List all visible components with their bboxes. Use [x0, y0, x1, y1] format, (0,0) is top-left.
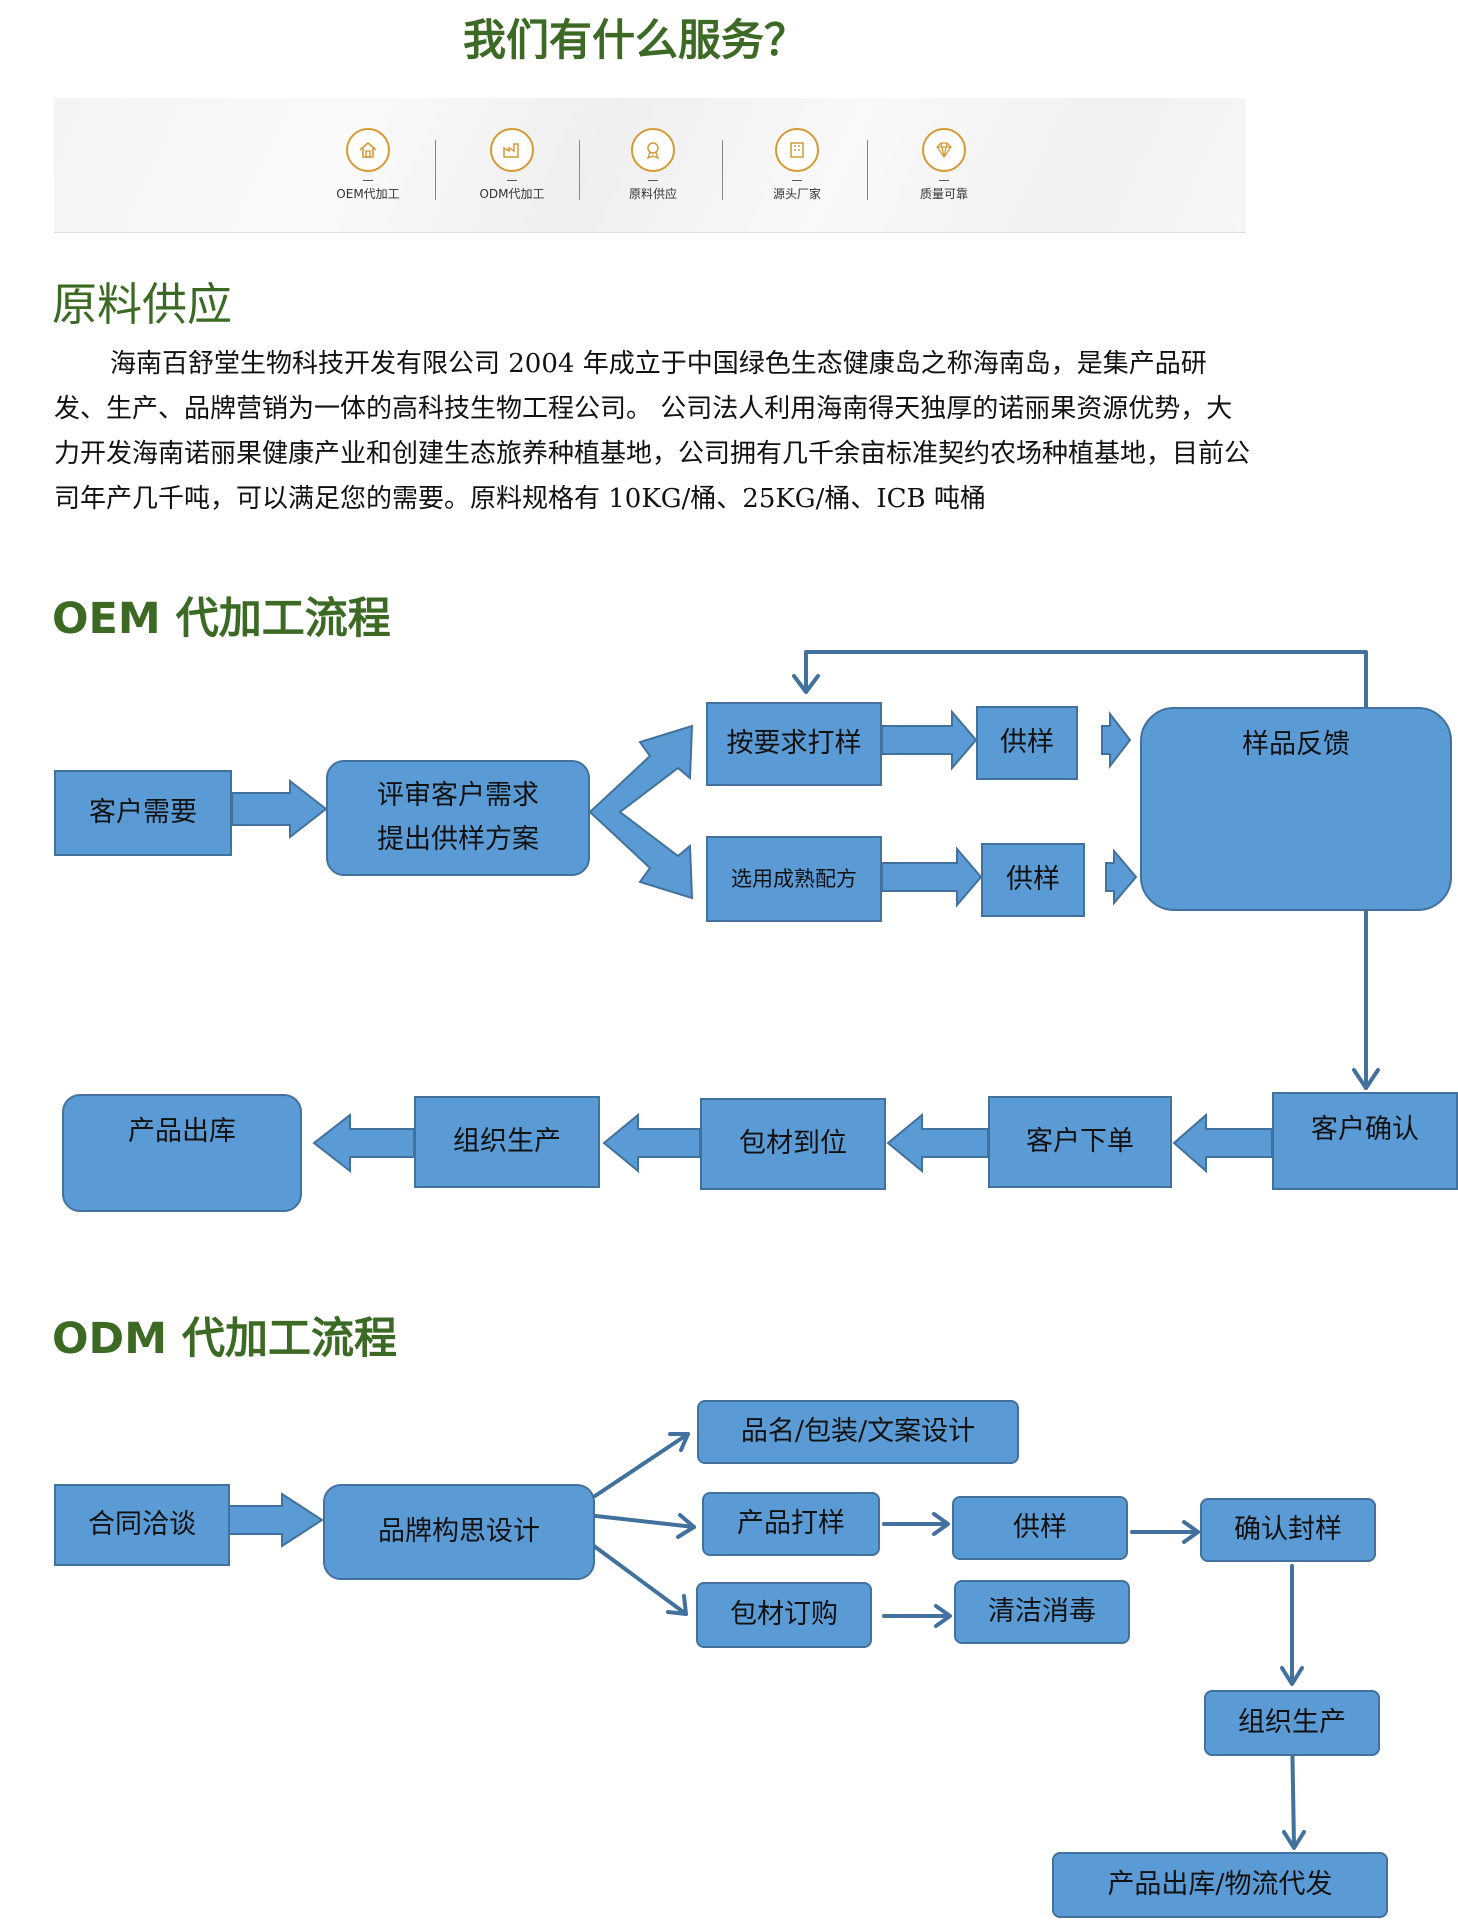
step-supply-sample: 供样 — [952, 1496, 1128, 1560]
service-label: 质量可靠 — [919, 187, 968, 201]
step-feedback: 样品反馈 — [1140, 707, 1452, 911]
step-purchase: 包材订购 — [696, 1582, 872, 1648]
line-arrow — [594, 1514, 696, 1529]
arrow-left — [602, 1112, 701, 1174]
step-odm-outbound: 产品出库/物流代发 — [1052, 1852, 1388, 1918]
award-icon — [631, 128, 675, 172]
service-oem[interactable]: OEM代加工 — [308, 128, 428, 202]
arrow-left — [312, 1112, 415, 1174]
arrow-left — [886, 1112, 989, 1174]
step-product-sample: 产品打样 — [702, 1492, 880, 1556]
arrow-right — [1101, 711, 1132, 769]
step-confirm: 客户确认 — [1272, 1092, 1458, 1190]
step-outbound: 产品出库 — [62, 1094, 302, 1212]
arrow-right — [881, 709, 978, 771]
building-icon — [775, 128, 819, 172]
company-description: 海南百舒堂生物科技开发有限公司 2004 年成立于中国绿色生态健康岛之称海南岛，… — [54, 349, 1251, 514]
step-supply-sample-2: 供样 — [981, 843, 1085, 917]
section-title-odm: ODM 代加工流程 — [52, 1314, 398, 1364]
service-source[interactable]: 源头厂家 — [737, 128, 857, 202]
line-arrow — [593, 1432, 690, 1498]
step-negotiate: 合同洽谈 — [54, 1484, 230, 1566]
arrow-right — [881, 846, 983, 908]
service-odm[interactable]: ODM代加工 — [452, 128, 572, 202]
step-supply-sample-1: 供样 — [976, 706, 1078, 780]
line-arrow — [592, 1544, 688, 1616]
section-title-oem: OEM 代加工流程 — [52, 594, 391, 644]
service-label: 原料供应 — [628, 187, 677, 201]
service-raw[interactable]: 原料供应 — [593, 128, 713, 202]
service-quality[interactable]: 质量可靠 — [884, 128, 1004, 202]
arrow-left — [1172, 1112, 1273, 1174]
service-label: 源头厂家 — [772, 187, 821, 201]
step-customer-need: 客户需要 — [54, 770, 232, 856]
service-label: ODM代加工 — [479, 187, 545, 201]
services-banner: OEM代加工 ODM代加工 原料供应 源头厂家 质量可靠 — [54, 98, 1246, 233]
arrow-right — [231, 778, 328, 840]
house-icon — [346, 128, 390, 172]
step-odm-production: 组织生产 — [1204, 1690, 1380, 1756]
step-naming: 品名/包装/文案设计 — [697, 1400, 1019, 1464]
page-title: 我们有什么服务？ — [463, 16, 807, 66]
step-production: 组织生产 — [414, 1096, 600, 1188]
step-review-line2: 提出供样方案 — [377, 824, 539, 855]
factory-icon — [490, 128, 534, 172]
step-choose-formula: 选用成熟配方 — [706, 836, 882, 922]
step-review-line1: 评审客户需求 — [377, 780, 539, 811]
step-confirm-seal: 确认封样 — [1200, 1498, 1376, 1562]
split-arrow — [588, 724, 694, 900]
service-label: OEM代加工 — [336, 187, 400, 201]
step-make-sample: 按要求打样 — [706, 702, 882, 786]
arrow-right — [223, 1492, 324, 1548]
diamond-icon — [922, 128, 966, 172]
arrow-right — [1105, 848, 1138, 906]
section-title-raw-supply: 原料供应 — [52, 278, 233, 331]
step-clean: 清洁消毒 — [954, 1580, 1130, 1644]
step-order: 客户下单 — [988, 1096, 1172, 1188]
step-packaging: 包材到位 — [700, 1098, 886, 1190]
step-brand-design: 品牌构思设计 — [323, 1484, 595, 1580]
step-review: 评审客户需求 提出供样方案 — [326, 760, 590, 876]
